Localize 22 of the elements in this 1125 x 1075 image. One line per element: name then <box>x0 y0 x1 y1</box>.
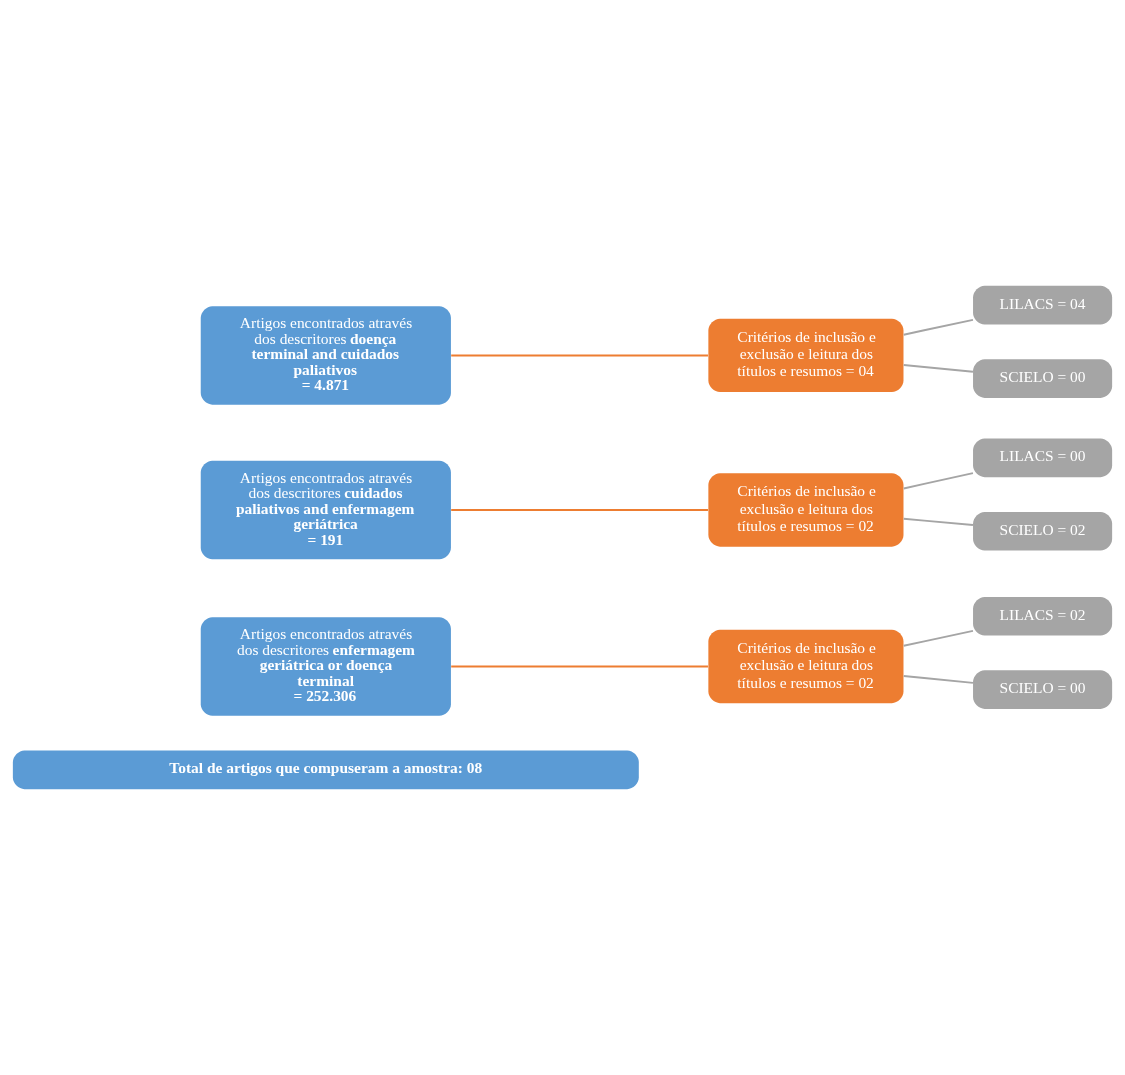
connector <box>902 675 974 684</box>
connector <box>450 665 709 668</box>
connector <box>450 354 709 357</box>
connector <box>902 364 974 373</box>
node-box: SCIELO = 00 <box>973 359 1113 398</box>
connector <box>902 318 974 336</box>
node-box: LILACS = 00 <box>973 438 1113 478</box>
node-box: Critérios de inclusão e exclusão e leitura dos títulos e resumos = 02 <box>708 473 904 547</box>
node-box: Critérios de inclusão e exclusão e leitura dos títulos e resumos = 02 <box>708 629 904 704</box>
connector <box>902 629 974 647</box>
connector <box>902 517 974 526</box>
connector <box>450 509 709 511</box>
node-box: LILACS = 04 <box>973 285 1113 325</box>
node-box: Critérios de inclusão e exclusão e leitura dos títulos e resumos = 04 <box>708 318 904 393</box>
node-box: SCIELO = 00 <box>973 670 1113 709</box>
node-box: SCIELO = 02 <box>973 511 1113 551</box>
connector <box>902 472 974 490</box>
node-box: Artigos encontrados através dos descritores cuidados paliativos and enfermagem geriátrica = 191 <box>200 460 451 560</box>
node-box: Artigos encontrados através dos descritores enfermagem geriátrica or doença terminal = 252.306 <box>200 617 451 716</box>
node-box: LILACS = 02 <box>973 596 1113 636</box>
node-box: Artigos encontrados através dos descritores doença terminal and cuidados paliativos = 4.871 <box>200 306 451 405</box>
node-box: Total de artigos que compuseram a amostra: 08 <box>12 750 639 790</box>
